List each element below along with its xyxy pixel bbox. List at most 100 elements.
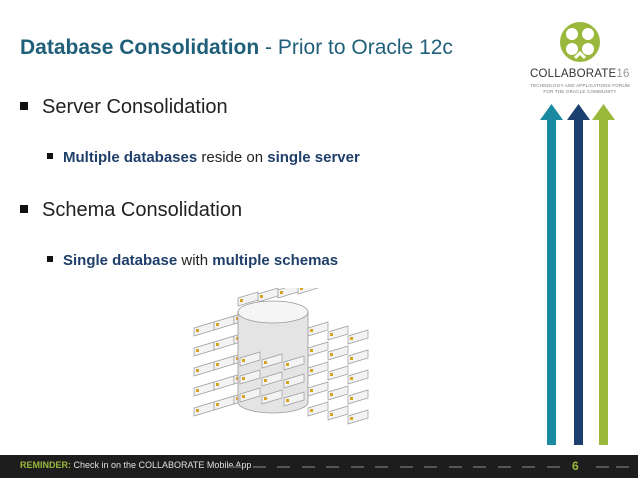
schema-tile — [261, 371, 283, 387]
schema-key-icon — [236, 357, 239, 360]
bullet-square-icon — [20, 101, 28, 110]
footer-dash — [252, 466, 266, 468]
bullet-square-icon — [20, 204, 28, 213]
arrow-green-icon — [599, 120, 608, 445]
footer-dash — [522, 466, 535, 468]
slide-title-rest: - Prior to Oracle 12c — [259, 36, 453, 59]
schema-key-icon — [310, 329, 313, 332]
schema-tile — [347, 329, 369, 345]
schema-tile — [239, 351, 261, 367]
schema-tile — [347, 369, 369, 385]
schema-key-icon — [196, 389, 199, 392]
bullet-server-consolidation: Server Consolidation — [20, 96, 228, 119]
footer-dash — [326, 466, 339, 468]
schema-key-icon — [310, 389, 313, 392]
bullet-schema-consolidation: Schema Consolidation — [20, 199, 242, 222]
schema-key-icon — [196, 409, 199, 412]
schema-key-icon — [196, 349, 199, 352]
footer-dash — [277, 466, 290, 468]
slide-title-bold: Database Consolidation — [20, 36, 260, 59]
schema-key-icon — [264, 361, 267, 364]
schema-key-icon — [242, 377, 245, 380]
schema-tile — [261, 389, 283, 405]
schema-tile — [307, 401, 329, 417]
schema-key-icon — [216, 383, 219, 386]
schema-key-icon — [350, 337, 353, 340]
schema-tiles-front — [239, 351, 305, 407]
footer-dash — [616, 466, 629, 468]
schema-tile — [347, 409, 369, 425]
schema-key-icon — [260, 295, 263, 298]
footer-dash — [497, 466, 511, 468]
footer-dash — [448, 466, 462, 468]
footer-reminder: REMINDER: Check in on the COLLABORATE Mo… — [20, 460, 252, 470]
schema-tile — [347, 349, 369, 365]
schema-tile — [327, 345, 349, 361]
schema-tile — [283, 391, 305, 407]
schema-tile — [239, 369, 261, 385]
footer-dash — [350, 466, 364, 468]
schema-key-icon — [242, 359, 245, 362]
schema-key-icon — [216, 343, 219, 346]
sub-bullet-server: Multiple databases reside on single serv… — [47, 149, 360, 166]
schema-key-icon — [350, 397, 353, 400]
schema-key-icon — [330, 413, 333, 416]
schema-tile — [283, 373, 305, 389]
schema-tile — [239, 387, 261, 403]
schema-key-icon — [350, 377, 353, 380]
schema-key-icon — [310, 349, 313, 352]
bullet-square-icon — [47, 153, 53, 160]
footer-dash — [473, 466, 486, 468]
schema-tile — [261, 353, 283, 369]
footer-dash — [424, 466, 437, 468]
collaborate-logo: COLLABORATE16 TECHNOLOGY AND APPLICATION… — [528, 12, 632, 97]
schema-key-icon — [280, 291, 283, 294]
schema-key-icon — [236, 317, 239, 320]
schema-key-icon — [300, 288, 303, 290]
schema-key-icon — [216, 363, 219, 366]
schema-tile — [327, 405, 349, 421]
footer-bar: REMINDER: Check in on the COLLABORATE Mo… — [0, 455, 638, 478]
schema-key-icon — [350, 357, 353, 360]
schema-tile — [327, 365, 349, 381]
footer-dash — [228, 466, 241, 468]
decorative-arrows — [540, 104, 615, 445]
sub-bullet-schema: Single database with multiple schemas — [47, 252, 338, 269]
schema-tile — [327, 385, 349, 401]
schema-tile — [283, 355, 305, 371]
schema-key-icon — [330, 373, 333, 376]
page-number: 6 — [572, 459, 579, 473]
schema-key-icon — [236, 377, 239, 380]
schema-key-icon — [242, 395, 245, 398]
footer-dash — [546, 466, 560, 468]
logo-brand: COLLABORATE16 — [530, 68, 630, 80]
logo-tagline-2: FOR THE ORACLE COMMUNITY — [543, 89, 617, 94]
schema-key-icon — [350, 417, 353, 420]
clover-logo-icon — [560, 22, 600, 62]
schema-key-icon — [196, 329, 199, 332]
schema-key-icon — [196, 369, 199, 372]
schema-key-icon — [330, 353, 333, 356]
schema-key-icon — [310, 369, 313, 372]
schema-key-icon — [286, 399, 289, 402]
schema-key-icon — [264, 379, 267, 382]
schema-key-icon — [286, 381, 289, 384]
footer-dash — [596, 466, 609, 468]
schema-key-icon — [240, 299, 243, 302]
schema-key-icon — [330, 333, 333, 336]
schema-tile — [347, 389, 369, 405]
arrow-teal-icon — [547, 120, 556, 445]
schema-key-icon — [264, 397, 267, 400]
footer-dash — [375, 466, 388, 468]
arrow-navy-icon — [574, 120, 583, 445]
database-schemas-illustration — [193, 288, 369, 425]
footer-dash — [399, 466, 413, 468]
slide-title: Database Consolidation - Prior to Oracle… — [20, 36, 453, 60]
schema-key-icon — [216, 323, 219, 326]
schema-key-icon — [236, 397, 239, 400]
schema-key-icon — [330, 393, 333, 396]
footer-dash — [301, 466, 315, 468]
schema-key-icon — [236, 337, 239, 340]
schema-key-icon — [216, 403, 219, 406]
logo-tagline-1: TECHNOLOGY AND APPLICATIONS FORUM — [530, 83, 630, 88]
